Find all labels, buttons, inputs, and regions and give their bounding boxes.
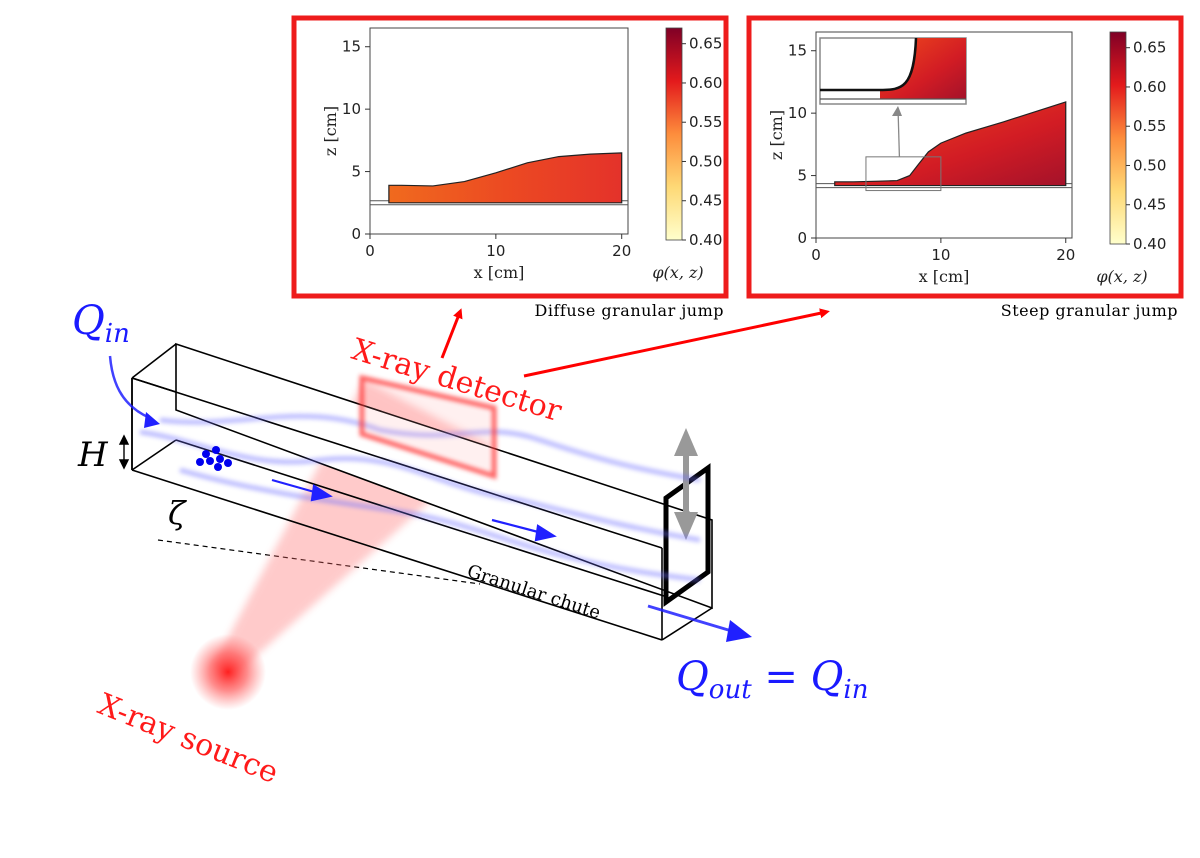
y-tick-label: 10	[342, 100, 361, 118]
colorbar-tick-label: 0.40	[689, 231, 722, 249]
granular-layer	[388, 152, 623, 204]
x-tick-label: 0	[365, 242, 375, 260]
y-tick-label: 15	[342, 38, 361, 56]
zoom-region	[865, 156, 942, 192]
flow-direction-arrows	[271, 478, 557, 542]
colorbar-tick-label: 0.65	[1133, 39, 1166, 57]
inset-pointer	[897, 107, 901, 157]
colorbar-tick-label: 0.60	[689, 74, 722, 92]
y-axis-label: z [cm]	[767, 110, 786, 160]
xray-detector	[359, 374, 497, 480]
gate-motion-arrow	[674, 428, 698, 540]
x-tick-label: 10	[931, 246, 950, 264]
zeta-label: ζ	[168, 494, 187, 532]
inset-pointer-head	[892, 106, 902, 116]
diffuse-caption: Diffuse granular jump	[535, 301, 724, 320]
height-marker	[118, 434, 130, 470]
colorbar-label: φ(x, z)	[1096, 267, 1147, 286]
x-tick-label: 0	[811, 246, 821, 264]
x-axis-label: x [cm]	[919, 267, 970, 286]
colorbar-tick-label: 0.55	[1133, 117, 1166, 135]
inset-layer	[880, 38, 966, 99]
colorbar-tick-label: 0.50	[689, 152, 722, 170]
inlet-arrow-head	[144, 412, 160, 428]
x-tick-label: 20	[612, 242, 631, 260]
outlet-flow-arrow	[647, 604, 736, 634]
q-in-label: Qin	[72, 298, 130, 349]
y-tick-label: 10	[788, 104, 807, 122]
colorbar-tick-label: 0.45	[689, 192, 722, 210]
arrow-to-diffuse-panel	[440, 308, 463, 359]
xray-source-glow	[190, 634, 266, 710]
y-tick-label: 5	[351, 163, 361, 181]
inlet-flow-arrow	[108, 355, 151, 420]
granular-layer	[834, 101, 1067, 187]
colorbar-tick-label: 0.45	[1133, 196, 1166, 214]
x-axis-label: x [cm]	[474, 263, 525, 282]
steep-caption: Steep granular jump	[1001, 301, 1178, 320]
x-tick-label: 10	[486, 242, 505, 260]
grain-particles	[196, 446, 232, 471]
y-tick-label: 5	[797, 167, 807, 185]
y-tick-label: 15	[788, 42, 807, 60]
inset-surface	[820, 37, 918, 92]
colorbar-tick-label: 0.65	[689, 35, 722, 53]
granular-chute	[131, 342, 713, 641]
y-axis-label: z [cm]	[321, 106, 340, 156]
y-tick-label: 0	[797, 229, 807, 247]
xray-source-label: X-ray source	[93, 687, 283, 791]
colorbar-tick-label: 0.50	[1133, 156, 1166, 174]
diffuse-heatmap-chart: 0 10 20 0 5 10 15 x [cm] z [cm] 0.65 0.60 0.55 0.50 0…	[321, 27, 722, 282]
x-tick-label: 20	[1056, 246, 1075, 264]
colorbar	[1109, 31, 1127, 245]
colorbar	[665, 27, 683, 241]
h-label: H	[77, 435, 109, 475]
y-tick-label: 0	[351, 225, 361, 243]
chute-front-edge	[131, 377, 663, 549]
outlet-arrow-head	[726, 620, 752, 642]
colorbar-tick-label: 0.60	[1133, 78, 1166, 96]
colorbar-tick-label: 0.40	[1133, 235, 1166, 253]
colorbar-tick-label: 0.55	[689, 113, 722, 131]
steep-heatmap-chart: 0 10 20 0 5 10 15 x [cm] z [cm] 0.65 0.60 0.55 0.50 0…	[767, 31, 1166, 286]
q-out-label: Qout = Qin	[676, 654, 868, 705]
arrow-to-steep-panel	[523, 308, 830, 378]
colorbar-label: φ(x, z)	[652, 263, 703, 282]
